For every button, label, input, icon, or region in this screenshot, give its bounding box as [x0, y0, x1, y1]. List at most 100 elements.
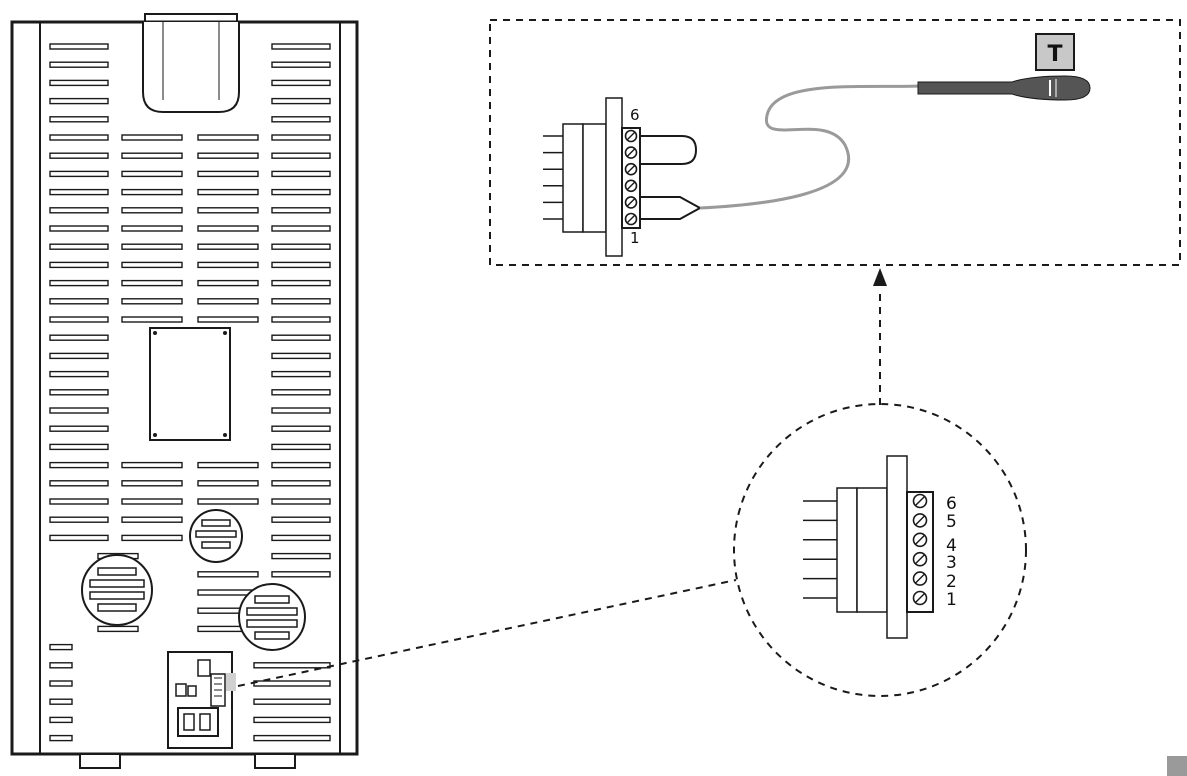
vent-slot	[49, 334, 109, 341]
vent-slot	[49, 134, 109, 141]
vent-slot	[49, 152, 109, 159]
round-vent-right	[238, 583, 306, 651]
vent-slot	[97, 625, 139, 633]
flue-housing	[142, 22, 240, 113]
vent-slot	[49, 643, 73, 651]
vent-slot	[253, 698, 331, 705]
vent-slot	[49, 352, 109, 360]
vent-slot	[121, 534, 183, 542]
temperature-badge: T	[1035, 33, 1075, 71]
terminal-screw-slot	[626, 148, 636, 157]
vent-slot	[271, 188, 331, 196]
vent-slot	[49, 116, 109, 123]
vent-slot	[49, 407, 109, 414]
terminal-label-bottom: 1	[630, 229, 640, 247]
vent-slot	[121, 261, 183, 269]
vent-slot	[49, 461, 109, 469]
vent-slot	[271, 170, 331, 178]
vent-slot	[49, 516, 109, 523]
vent-slot	[121, 498, 183, 505]
vent-slot	[271, 279, 331, 287]
terminal-screw-slot	[626, 214, 636, 224]
terminal-screw-slot	[914, 495, 926, 507]
vent-slot	[197, 480, 259, 487]
jumper-wire	[640, 135, 698, 165]
vent-slot	[121, 170, 183, 178]
vent-slot	[121, 480, 183, 487]
vent-slot	[49, 480, 109, 487]
temperature-badge-label: T	[1047, 42, 1062, 67]
vent-slot	[49, 225, 109, 232]
vent-slot	[197, 225, 259, 232]
vent-slot	[271, 407, 331, 414]
detail-box	[489, 19, 1181, 266]
detail-connector: 6 1	[543, 97, 703, 257]
vent-slot	[49, 716, 73, 724]
vent-slot	[49, 207, 109, 214]
vent-slot	[271, 498, 331, 505]
vent-slot	[197, 316, 259, 323]
round-vent-left	[81, 554, 153, 626]
vent-slot	[121, 461, 183, 469]
vent-slot	[49, 43, 109, 50]
vent-slot	[49, 680, 73, 687]
vent-slot	[197, 152, 259, 159]
vent-slot	[271, 425, 331, 432]
vent-slot	[271, 225, 331, 232]
vent-slot	[271, 243, 331, 250]
terminal-number-label: 4	[946, 536, 957, 556]
vent-slot	[197, 134, 259, 141]
vent-slot	[271, 461, 331, 469]
vent-slot	[271, 516, 331, 523]
terminal-screw-slot	[626, 181, 636, 191]
vent-slot	[49, 298, 109, 305]
vent-slot	[49, 498, 109, 505]
vent-slot	[49, 97, 109, 105]
vent-slot	[49, 734, 73, 742]
vent-slot	[271, 261, 331, 269]
vent-slot	[271, 334, 331, 341]
vent-slot	[271, 97, 331, 105]
vent-slot	[121, 279, 183, 287]
terminal-screw-slot	[626, 131, 636, 141]
vent-slot	[197, 243, 259, 250]
vent-slot	[49, 698, 73, 705]
vent-slot	[121, 316, 183, 323]
vent-slot	[271, 43, 331, 50]
vent-slot	[271, 370, 331, 378]
terminal-number-label: 5	[946, 512, 957, 532]
terminal-number-label: 1	[946, 590, 957, 610]
electrical-panel	[167, 651, 236, 749]
corner-mark	[1167, 756, 1187, 776]
vent-slot	[197, 188, 259, 196]
vent-slot	[271, 207, 331, 214]
vent-slot	[121, 298, 183, 305]
vent-slot	[253, 662, 331, 669]
vent-slot	[271, 116, 331, 123]
vent-slot	[271, 134, 331, 141]
terminal-number-label: 3	[946, 553, 957, 573]
callout-arrowhead	[873, 268, 887, 286]
callout-line-to-circle	[237, 579, 737, 687]
vent-slot	[197, 170, 259, 178]
vent-slot	[49, 662, 73, 669]
vent-slot	[49, 316, 109, 323]
vent-slot	[271, 480, 331, 487]
vent-slot	[49, 389, 109, 396]
vent-slot	[121, 207, 183, 214]
vent-slot	[271, 352, 331, 360]
vent-slot	[49, 170, 109, 178]
stove-rear-view	[10, 13, 359, 769]
vent-slot	[271, 316, 331, 323]
vent-slot	[197, 498, 259, 505]
terminal-number-label: 6	[946, 494, 957, 514]
terminal-screw-slot	[914, 592, 926, 604]
terminal-screw-slot	[914, 554, 926, 565]
vent-slot	[253, 734, 331, 742]
vent-slot	[271, 571, 331, 578]
vent-slot	[197, 461, 259, 469]
vent-slot	[49, 79, 109, 87]
vent-slot	[197, 261, 259, 269]
